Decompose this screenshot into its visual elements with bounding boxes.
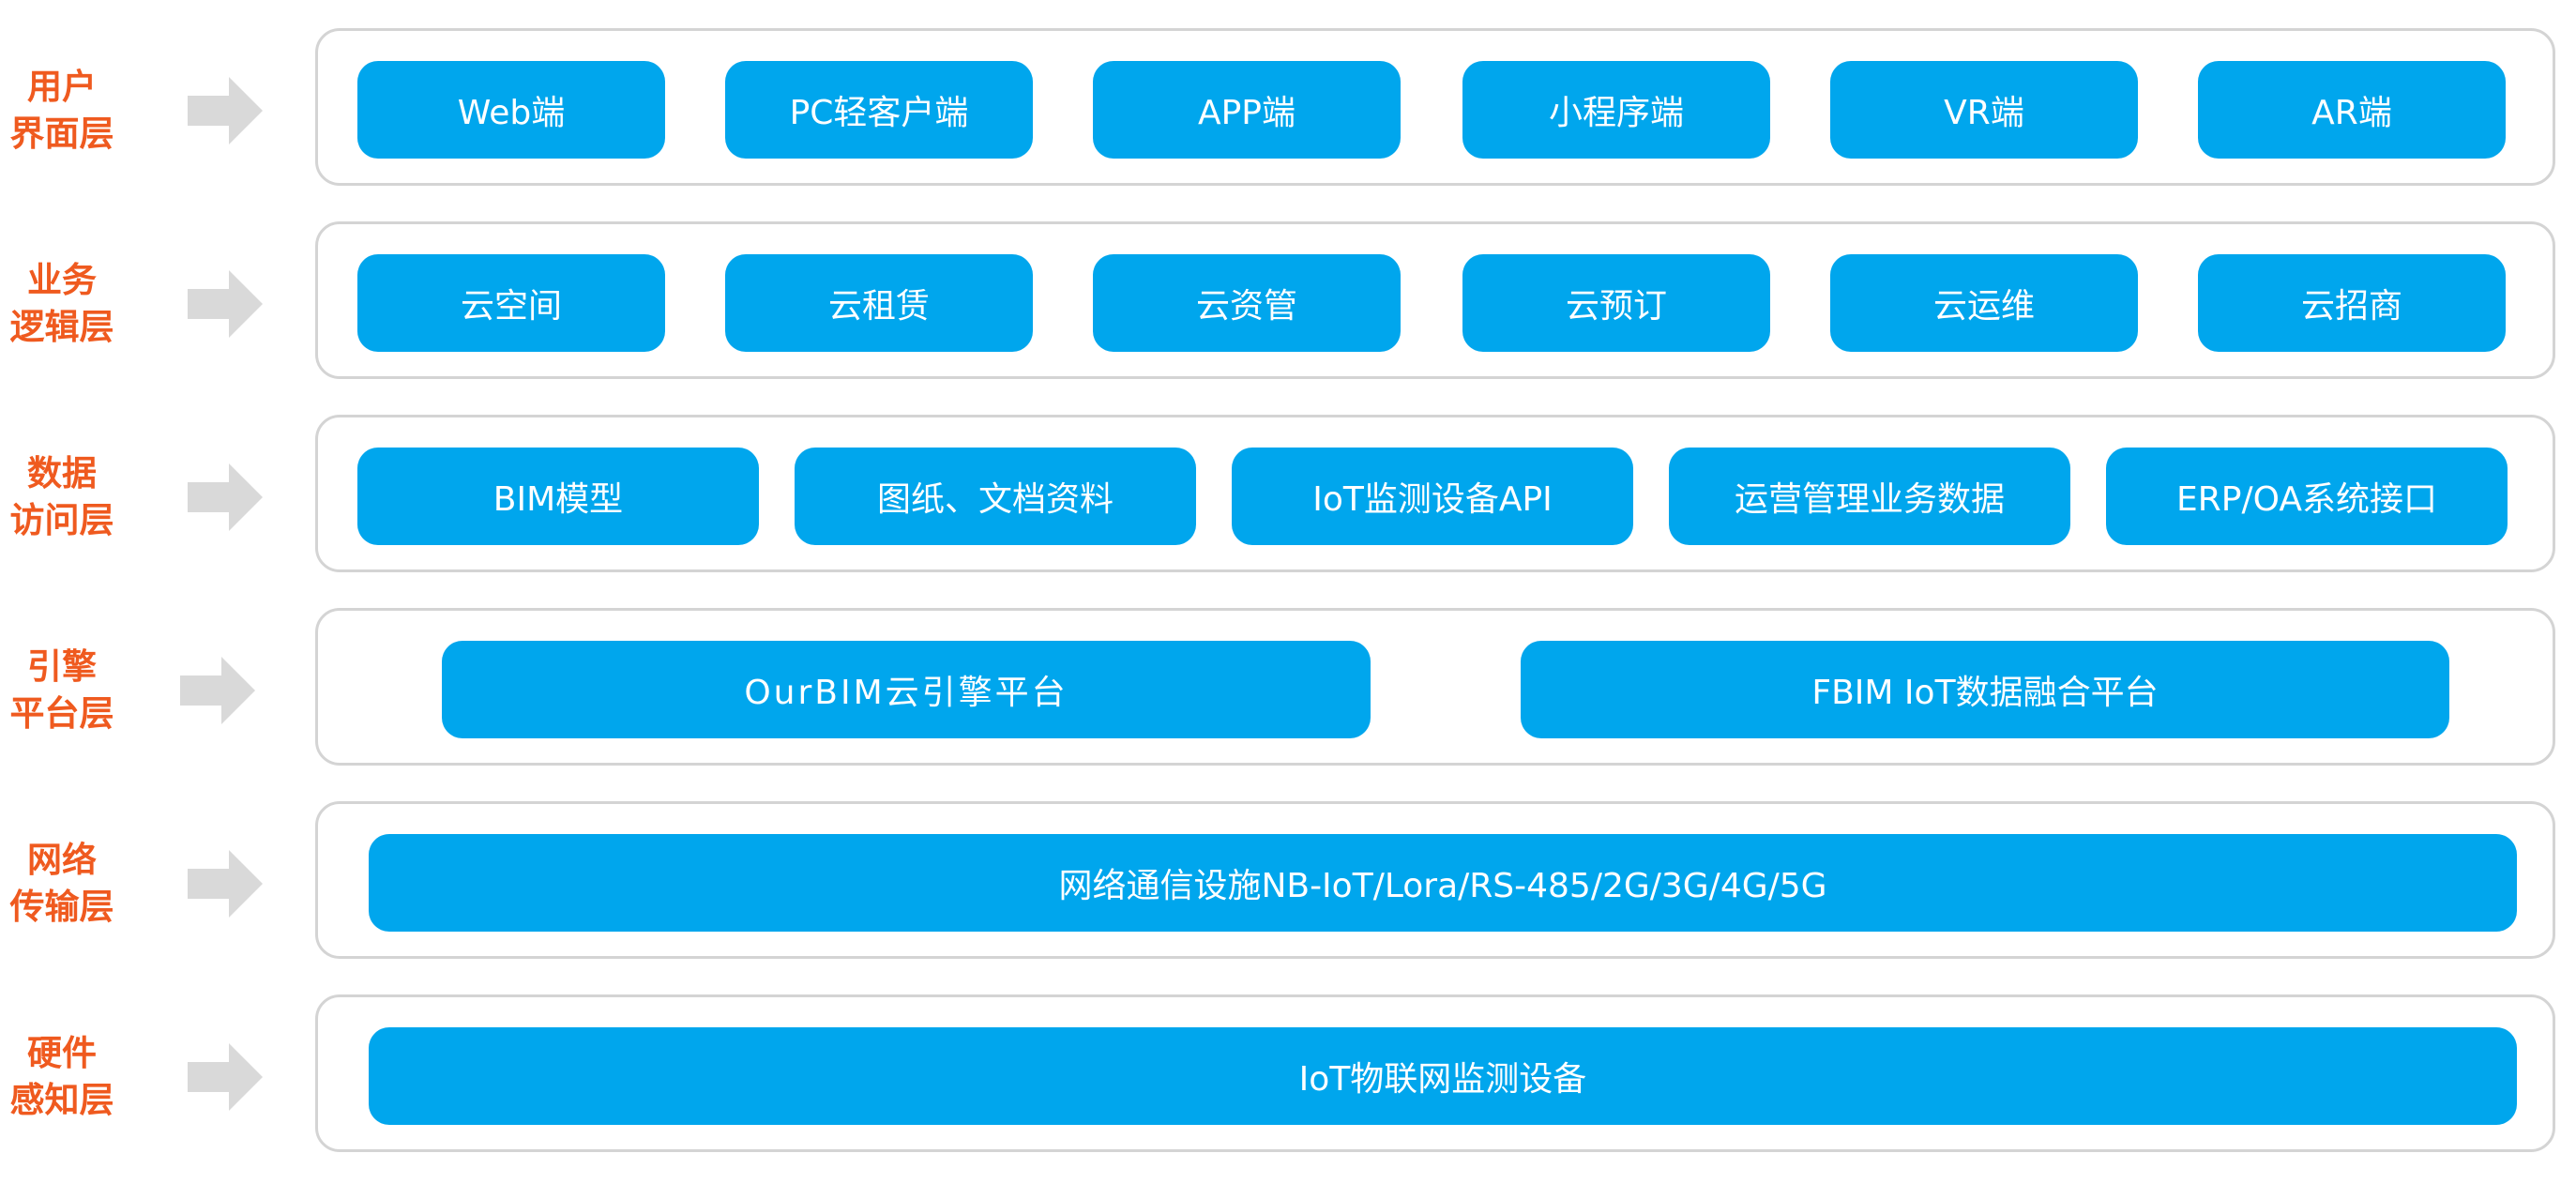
layer-data-access: 数据 访问层 BIM模型 图纸、文档资料 IoT监测设备API 运营管理业务数据… (0, 415, 2576, 580)
layer-label: 数据 访问层 (9, 453, 114, 540)
layer-panel: 网络通信设施NB-IoT/Lora/RS-485/2G/3G/4G/5G (315, 801, 2555, 959)
layer-hardware-sensing: 硬件 感知层 IoT物联网监测设备 (0, 994, 2576, 1160)
module-bim-model[interactable]: BIM模型 (357, 448, 759, 545)
module-ourbim-engine[interactable]: OurBIM云引擎平台 (442, 641, 1371, 738)
layer-label: 业务 逻辑层 (9, 260, 114, 347)
module-cloud-asset[interactable]: 云资管 (1093, 254, 1401, 352)
layer-panel: Web端 PC轻客户端 APP端 小程序端 VR端 AR端 (315, 28, 2555, 186)
right-arrow-icon (188, 463, 263, 531)
module-ar[interactable]: AR端 (2198, 61, 2506, 159)
layer-label: 引擎 平台层 (9, 646, 114, 734)
module-mini-program[interactable]: 小程序端 (1462, 61, 1770, 159)
module-fbim-iot-platform[interactable]: FBIM IoT数据融合平台 (1521, 641, 2449, 738)
module-cloud-ops[interactable]: 云运维 (1830, 254, 2138, 352)
layer-label: 用户 界面层 (9, 67, 114, 154)
right-arrow-icon (188, 850, 263, 918)
right-arrow-icon (188, 1043, 263, 1111)
layer-business-logic: 业务 逻辑层 云空间 云租赁 云资管 云预订 云运维 云招商 (0, 221, 2576, 387)
module-cloud-investment[interactable]: 云招商 (2198, 254, 2506, 352)
module-app[interactable]: APP端 (1093, 61, 1401, 159)
module-ops-data[interactable]: 运营管理业务数据 (1669, 448, 2070, 545)
layer-panel: IoT物联网监测设备 (315, 994, 2555, 1152)
module-network-infra[interactable]: 网络通信设施NB-IoT/Lora/RS-485/2G/3G/4G/5G (369, 834, 2517, 932)
module-pc-client[interactable]: PC轻客户端 (725, 61, 1033, 159)
layer-engine-platform: 引擎 平台层 OurBIM云引擎平台 FBIM IoT数据融合平台 (0, 608, 2576, 773)
module-cloud-space[interactable]: 云空间 (357, 254, 665, 352)
layer-panel: BIM模型 图纸、文档资料 IoT监测设备API 运营管理业务数据 ERP/OA… (315, 415, 2555, 572)
right-arrow-icon (180, 657, 255, 724)
right-arrow-icon (188, 270, 263, 338)
module-cloud-lease[interactable]: 云租赁 (725, 254, 1033, 352)
module-erp-oa[interactable]: ERP/OA系统接口 (2106, 448, 2508, 545)
module-iot-devices[interactable]: IoT物联网监测设备 (369, 1027, 2517, 1125)
layer-label: 硬件 感知层 (9, 1033, 114, 1120)
layer-network-transport: 网络 传输层 网络通信设施NB-IoT/Lora/RS-485/2G/3G/4G… (0, 801, 2576, 966)
module-iot-api[interactable]: IoT监测设备API (1232, 448, 1633, 545)
layer-user-interface: 用户 界面层 Web端 PC轻客户端 APP端 小程序端 VR端 AR端 (0, 28, 2576, 193)
layer-panel: OurBIM云引擎平台 FBIM IoT数据融合平台 (315, 608, 2555, 766)
module-drawings-docs[interactable]: 图纸、文档资料 (795, 448, 1196, 545)
module-web[interactable]: Web端 (357, 61, 665, 159)
layer-label: 网络 传输层 (9, 840, 114, 927)
layer-panel: 云空间 云租赁 云资管 云预订 云运维 云招商 (315, 221, 2555, 379)
module-cloud-booking[interactable]: 云预订 (1462, 254, 1770, 352)
right-arrow-icon (188, 77, 263, 144)
module-vr[interactable]: VR端 (1830, 61, 2138, 159)
